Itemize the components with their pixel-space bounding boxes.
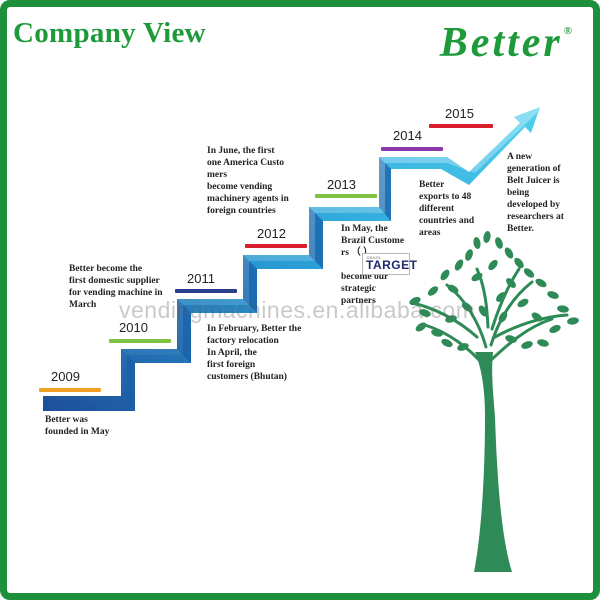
milestone-2010-text: Better become the first domestic supplie…	[69, 264, 163, 310]
milestone-2014-text: Better exports to 48 different countries…	[419, 180, 475, 238]
year-bar-2011	[175, 289, 237, 293]
tree-trunk	[474, 352, 512, 572]
staircase-risers	[121, 157, 391, 411]
year-label-2012: 2012	[257, 226, 286, 241]
milestone-2011-text: In February, Better the factory relocati…	[207, 324, 302, 382]
target-brand-logo: BRAZIL TARGET	[362, 253, 417, 275]
year-bar-2009	[39, 388, 101, 392]
year-label-2011: 2011	[187, 271, 215, 286]
year-label-2009: 2009	[51, 369, 80, 384]
year-bar-2014	[381, 147, 443, 151]
milestone-2012-text: In June, the first one America Custo mer…	[207, 146, 289, 216]
staircase-highlight	[43, 107, 540, 403]
registered-mark: ®	[563, 25, 575, 37]
better-logo: Better®	[439, 20, 575, 66]
page-title: Company View	[13, 17, 206, 49]
year-label-2013: 2013	[327, 177, 356, 192]
tree-illustration	[409, 231, 579, 572]
year-bar-2015	[429, 124, 493, 128]
year-bar-2013	[315, 194, 377, 198]
milestone-2015-text: A new generation of Belt Juicer is being…	[507, 152, 564, 234]
year-bar-2010	[109, 339, 171, 343]
milestone-2013-text: In May, the Brazil Custome rs （ ） become…	[341, 224, 405, 306]
watermark-text: vendingmachines.en.alibaba.com	[119, 297, 476, 323]
year-label-2010: 2010	[119, 320, 148, 335]
year-label-2015: 2015	[445, 106, 474, 121]
year-bar-2012	[245, 244, 307, 248]
year-label-2014: 2014	[393, 128, 422, 143]
staircase-arrow-graphic	[43, 107, 579, 572]
milestone-2009-text: Better was founded in May	[45, 415, 110, 437]
